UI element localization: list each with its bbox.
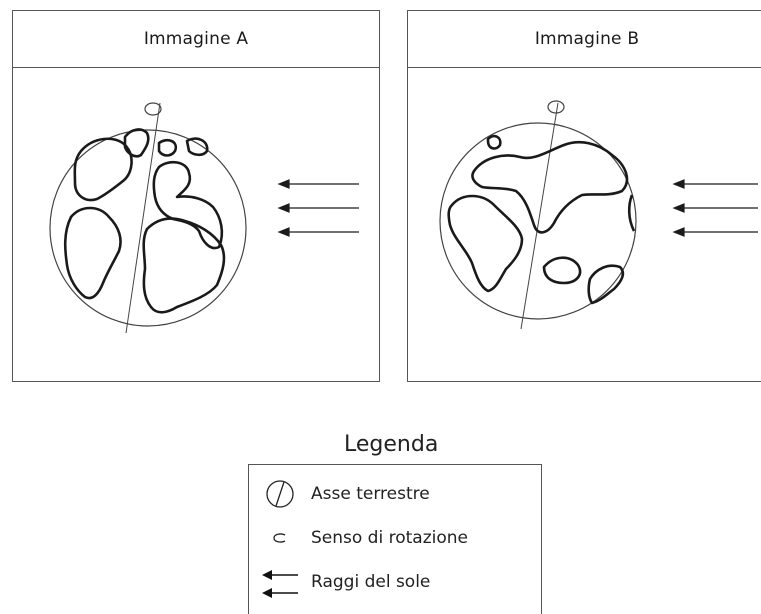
sun-ray-b-3-head <box>672 227 685 237</box>
continent-a-7 <box>142 217 226 314</box>
legend-label-rotation: Senso di rotazione <box>311 528 468 548</box>
earth-illustration-a <box>49 102 359 334</box>
panel-a-title: Immagine A <box>13 11 379 68</box>
continent-b-2 <box>471 141 629 234</box>
sun-ray-a-1-head <box>277 179 290 189</box>
continent-a-2 <box>123 128 150 158</box>
sun-ray-a-3-head <box>277 227 290 237</box>
globe-b <box>439 122 637 320</box>
earth-illustration-b <box>439 100 758 330</box>
rotation-marker-a <box>144 102 162 116</box>
earth-axis-icon <box>249 477 311 511</box>
legend-item-rotation: Senso di rotazione <box>249 521 468 555</box>
legend-label-sun-rays: Raggi del sole <box>311 572 431 592</box>
continent-b-1 <box>486 134 502 150</box>
sun-ray-b-2-head <box>672 203 685 213</box>
rotation-marker-b <box>547 100 565 114</box>
legend-title: Legenda <box>344 432 439 457</box>
continent-a-1 <box>73 137 133 202</box>
continent-a-4 <box>185 137 209 157</box>
continent-a-5 <box>152 160 224 250</box>
legend-box: Asse terrestre Senso di rotazione Raggi … <box>248 464 542 614</box>
earth-axis-b <box>520 102 559 330</box>
continent-b-3 <box>447 194 524 293</box>
panel-b-title: Immagine B <box>408 11 761 68</box>
legend-label-earth-axis: Asse terrestre <box>311 484 430 504</box>
continent-b-6 <box>627 194 636 232</box>
continent-b-5 <box>587 264 625 305</box>
continent-b-4 <box>542 256 582 285</box>
rotation-direction-icon <box>249 521 311 555</box>
continent-a-6 <box>63 206 122 300</box>
sun-ray-b-1-head <box>672 179 685 189</box>
sun-ray-a-2-head <box>277 203 290 213</box>
continent-a-3 <box>157 138 178 157</box>
legend-item-sun-rays: Raggi del sole <box>249 565 430 599</box>
panel-image-b: Immagine B <box>407 10 761 382</box>
legend-item-earth-axis: Asse terrestre <box>249 477 430 511</box>
panel-image-a: Immagine A <box>12 10 380 382</box>
globe-a <box>49 129 247 327</box>
earth-axis-a <box>125 102 161 334</box>
sun-rays-icon <box>249 565 311 599</box>
